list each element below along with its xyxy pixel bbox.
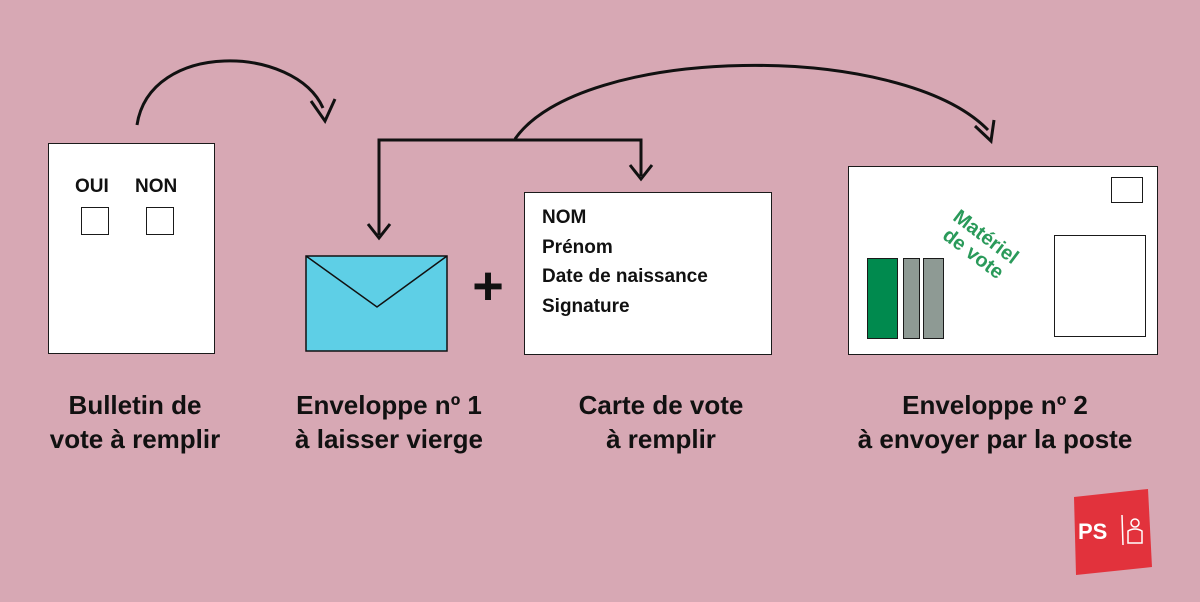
caption-envelope2: Enveloppe nº 2 à envoyer par la poste <box>810 388 1180 456</box>
arrowhead-envelope1 <box>309 98 337 125</box>
caption-envelope2-line1: Enveloppe nº 2 <box>902 390 1088 420</box>
arrow-to-envelope2 <box>513 64 990 140</box>
ballot-option-non: NON <box>135 176 178 197</box>
ps-logo-text: PS <box>1078 519 1108 544</box>
vote-card-field-prenom: Prénom <box>542 237 613 258</box>
ballot-option-oui: OUI <box>75 176 109 197</box>
envelope2: Matériel de vote <box>848 166 1158 355</box>
caption-envelope1-line2: à laisser vierge <box>295 424 483 454</box>
caption-ballot: Bulletin de vote à remplir <box>20 388 250 456</box>
caption-envelope2-line2: à envoyer par la poste <box>857 424 1133 454</box>
envelope2-bar-grey-1 <box>903 258 920 339</box>
vote-card-field-birthdate: Date de naissance <box>542 266 708 287</box>
arrow-bracket-envelope1 <box>377 138 643 235</box>
envelope1-icon <box>305 255 448 352</box>
caption-votecard-line2: à remplir <box>606 424 716 454</box>
ps-logo <box>1074 489 1152 575</box>
envelope2-stamp-small <box>1111 177 1143 203</box>
envelope2-bar-green <box>867 258 898 339</box>
vote-card: NOM Prénom Date de naissance Signature <box>524 192 772 355</box>
caption-envelope1: Enveloppe nº 1 à laisser vierge <box>264 388 514 456</box>
caption-votecard-line1: Carte de vote <box>578 390 744 420</box>
caption-ballot-line1: Bulletin de <box>68 390 202 420</box>
arrowhead-bracket-votecard <box>628 164 654 182</box>
envelope2-bar-grey-2 <box>923 258 944 339</box>
arrowhead-envelope2 <box>973 119 996 145</box>
plus-sign: + <box>472 256 504 316</box>
caption-ballot-line2: vote à remplir <box>49 424 221 454</box>
arrowhead-bracket-envelope1 <box>366 223 392 241</box>
ballot-checkbox-oui <box>81 207 109 235</box>
caption-votecard: Carte de vote à remplir <box>536 388 786 456</box>
ballot-checkbox-non <box>146 207 174 235</box>
ballot-paper: OUI NON <box>48 143 215 354</box>
vote-card-field-signature: Signature <box>542 296 630 317</box>
caption-envelope1-line1: Enveloppe nº 1 <box>296 390 482 420</box>
envelope2-address-box <box>1054 235 1146 337</box>
vote-card-field-nom: NOM <box>542 207 587 228</box>
arrow-ballot-to-envelope1 <box>135 59 325 126</box>
